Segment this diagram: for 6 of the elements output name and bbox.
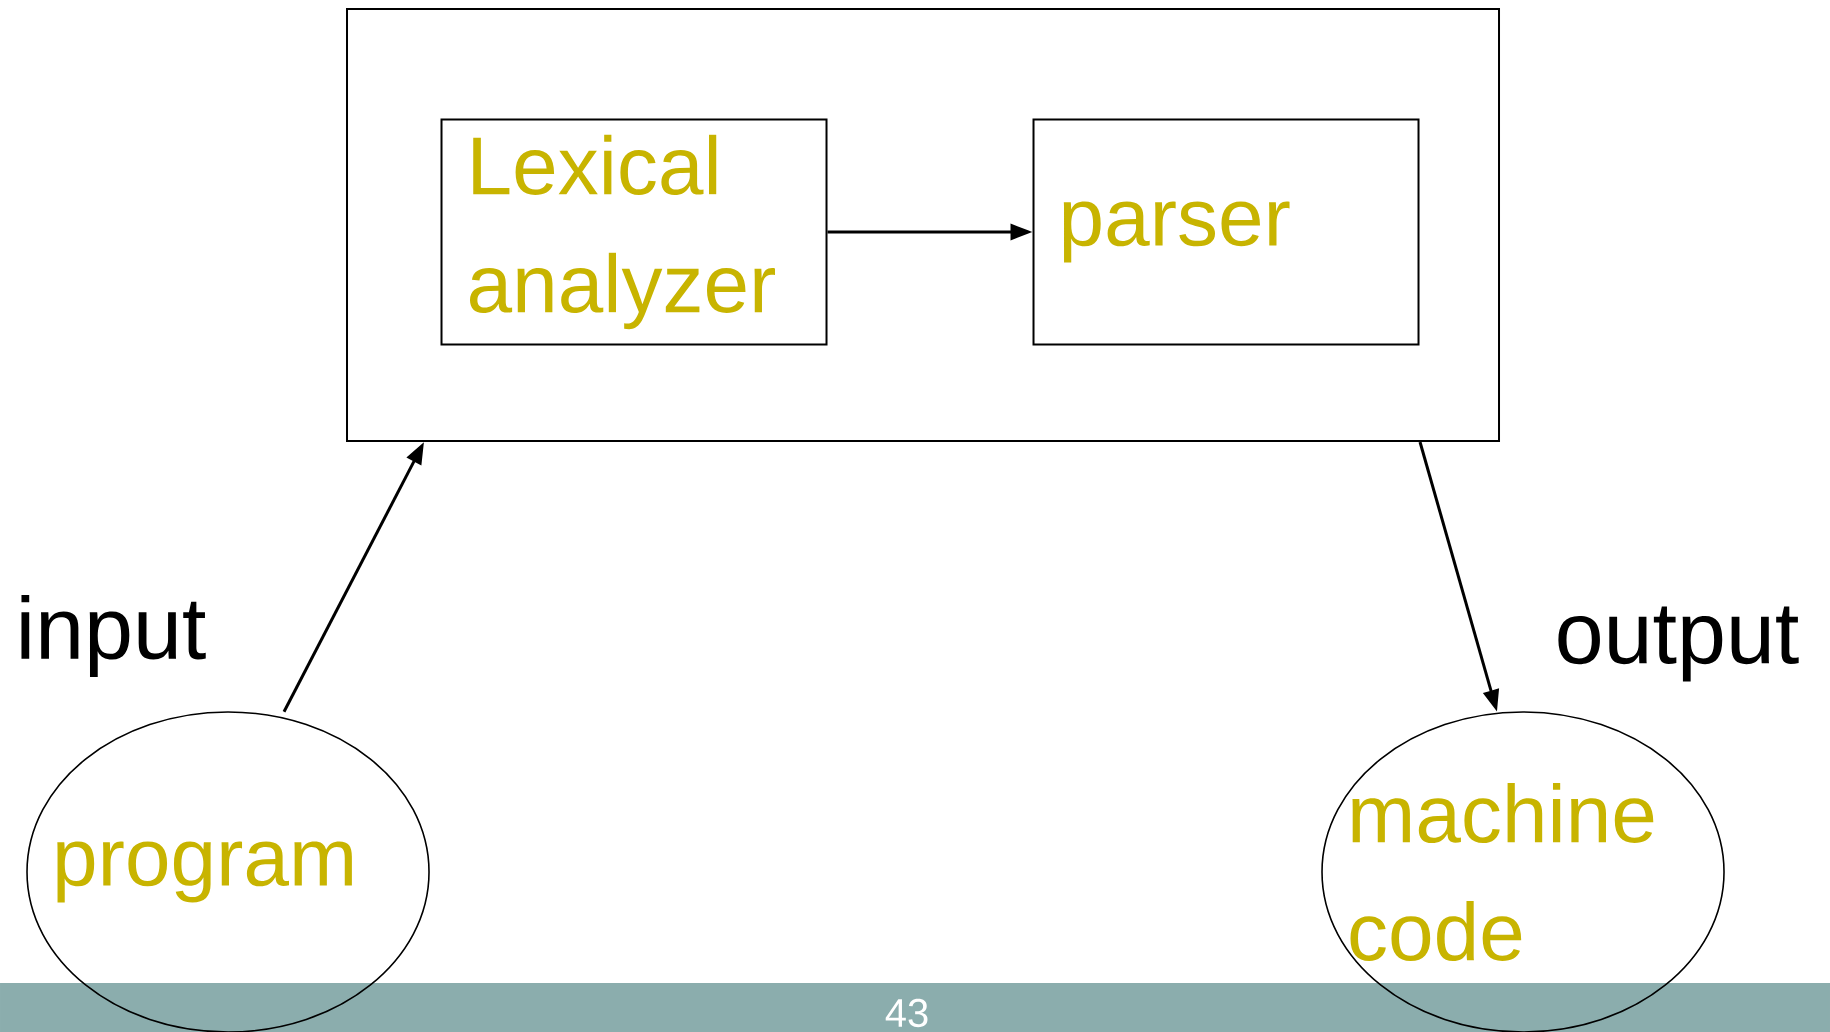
side-label: input — [21, 594, 206, 677]
page-number: 43 — [885, 998, 928, 1028]
process-box: parser — [1032, 118, 1420, 346]
process-box: Lexical analyzer — [440, 118, 828, 346]
container-box — [346, 8, 1500, 442]
side-label: output — [1558, 606, 1799, 682]
